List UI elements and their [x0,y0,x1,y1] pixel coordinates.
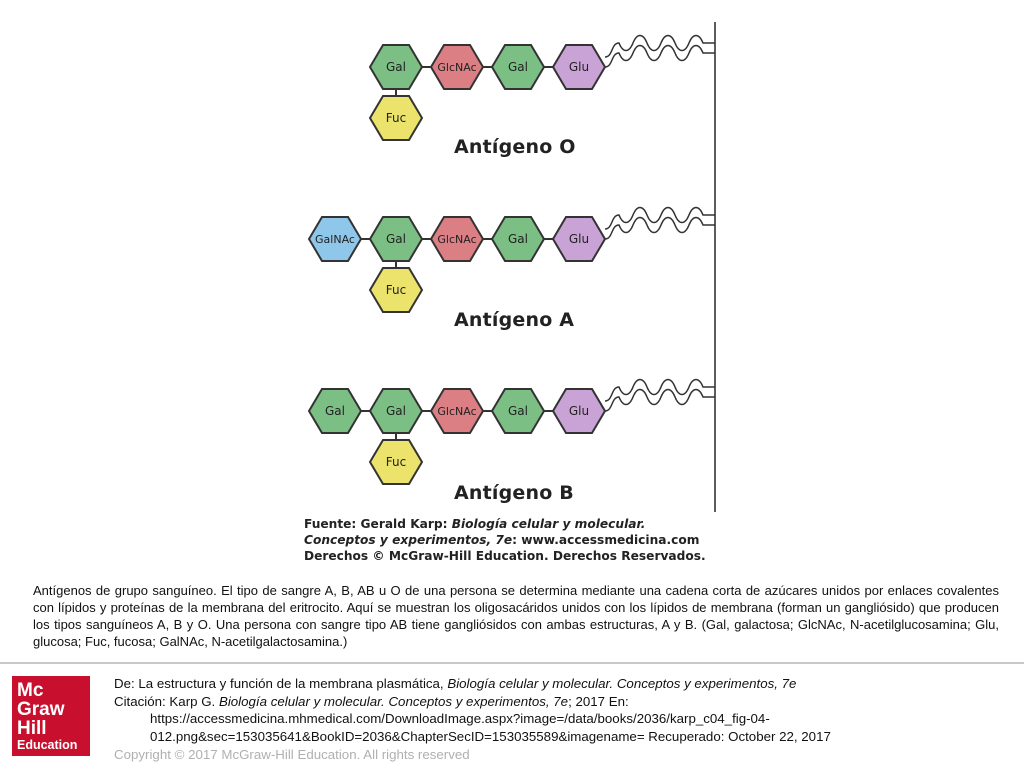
lipid-tail [604,378,715,402]
source-rights: Derechos © McGraw-Hill Education. Derech… [304,549,706,563]
lipid-tail [604,388,715,412]
sugar-glu-hexagon-label: Glu [569,60,589,74]
sugar-gal-hexagon-label: Gal [508,60,528,74]
copyright-notice: Copyright © 2017 McGraw-Hill Education. … [114,747,470,762]
source-book: Biología celular y molecular. Conceptos … [304,517,646,547]
sugar-gal-hexagon-label: Gal [325,404,345,418]
sugar-gal-hexagon-label: Gal [386,232,406,246]
citation-book: Biología celular y molecular. Conceptos … [218,693,569,709]
lipid-tail [604,216,715,240]
antigen-b-title: Antígeno B [454,482,574,504]
citation-url-line-1: https://accessmedicina.mhmedical.com/Dow… [150,711,770,726]
sugar-fuc-hexagon [368,95,424,141]
from-prefix: De: La estructura y función de la membra… [114,676,448,691]
sugar-glcnac-hexagon-label: GlcNAc [437,61,476,74]
divider [0,662,1024,664]
lipid-tail [604,44,715,68]
sugar-glcnac-hexagon [429,216,485,262]
sugar-galnac-hexagon [307,216,363,262]
sugar-gal-hexagon-label: Gal [508,404,528,418]
sugar-glu-hexagon-label: Glu [569,404,589,418]
sugar-glcnac-hexagon [429,388,485,434]
sugar-gal-hexagon-label: Gal [386,60,406,74]
sugar-gal-hexagon [490,216,546,262]
mcgraw-hill-logo: Mc Graw Hill Education [12,676,90,756]
sugar-galnac-hexagon-label: GalNAc [315,233,355,246]
credits-from: De: La estructura y función de la membra… [114,675,1014,693]
sugar-fuc-hexagon-label: Fuc [386,111,406,125]
sugar-gal-hexagon [490,44,546,90]
sugar-gal-hexagon-label: Gal [508,232,528,246]
logo-line-2: Graw [17,699,65,720]
sugar-glcnac-hexagon [429,44,485,90]
citation-suffix: ; 2017 En: [568,693,629,709]
logo-line-3: Hill [17,718,47,739]
source-suffix: : www.accessmedicina.com [512,533,700,547]
sugar-gal-hexagon-label: Gal [386,404,406,418]
credits-citation: Citación: Karp G. Biología celular y mol… [114,693,1014,711]
sugar-glu-hexagon [551,216,607,262]
logo-line-4: Education [17,738,78,752]
credits: De: La estructura y función de la membra… [114,675,1014,764]
sugar-gal-hexagon [307,388,363,434]
sugar-glu-hexagon [551,44,607,90]
sugar-gal-hexagon [368,44,424,90]
sugar-gal-hexagon [368,216,424,262]
sugar-gal-hexagon [368,388,424,434]
sugar-glcnac-hexagon-label: GlcNAc [437,233,476,246]
antigen-a-title: Antígeno A [454,309,575,331]
from-book: Biología celular y molecular. Conceptos … [447,676,797,691]
sugar-fuc-hexagon-label: Fuc [386,283,406,297]
logo-line-1: Mc [17,680,44,701]
citation-url-line-2: 012.png&sec=153035641&BookID=2036&Chapte… [150,728,831,744]
sugar-glcnac-hexagon-label: GlcNAc [437,405,476,418]
lipid-tail [604,206,715,230]
figure-caption: Antígenos de grupo sanguíneo. El tipo de… [33,583,999,649]
sugar-gal-hexagon [490,388,546,434]
citation-prefix: Citación: Karp G. [114,693,219,709]
sugar-fuc-hexagon [368,439,424,485]
sugar-glu-hexagon [551,388,607,434]
sugar-glu-hexagon-label: Glu [569,232,589,246]
sugar-fuc-hexagon [368,267,424,313]
lipid-tail [604,34,715,58]
antigen-o-title: Antígeno O [454,136,576,158]
figure-source: Fuente: Gerald Karp: Biología celular y … [304,516,716,564]
sugar-fuc-hexagon-label: Fuc [386,455,406,469]
source-prefix: Fuente: Gerald Karp: [304,517,452,531]
